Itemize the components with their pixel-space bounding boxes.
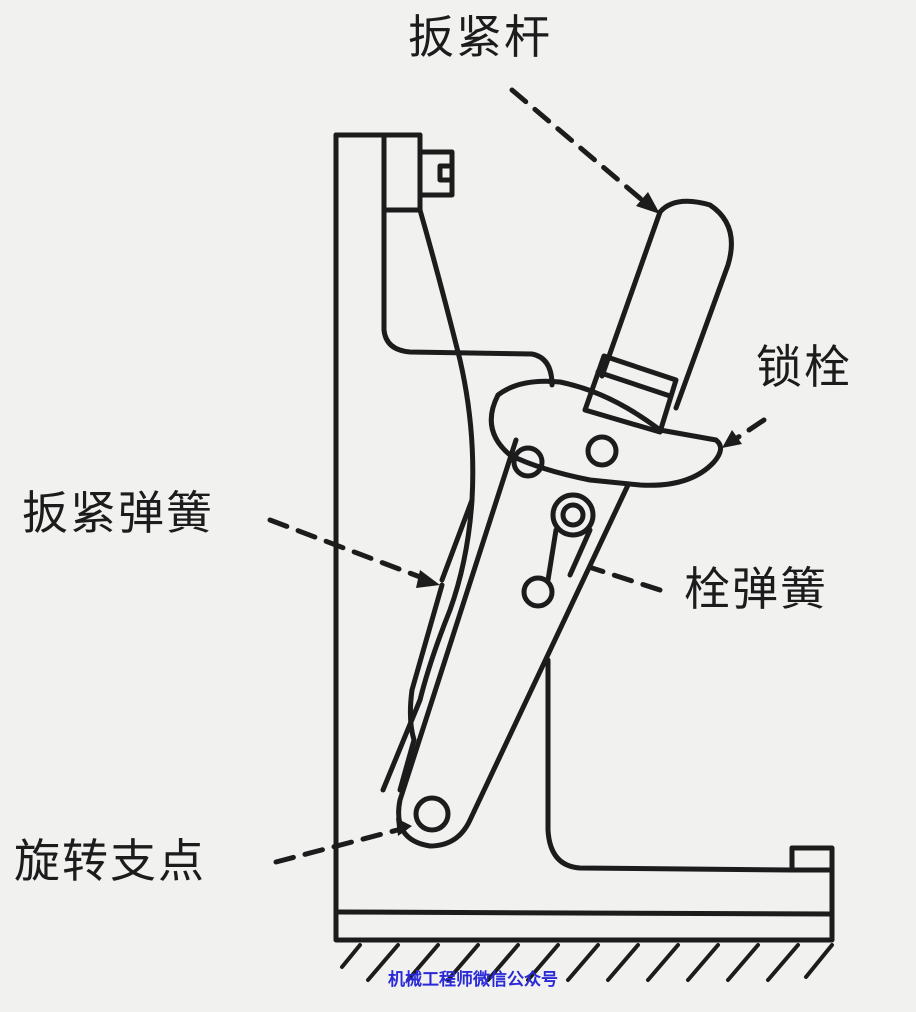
arrow-clamp-lever — [636, 192, 660, 214]
pivot-pin — [413, 795, 451, 833]
watermark: 机械工程师微信公众号 — [388, 970, 558, 990]
label-clamp-spring: 扳紧弹簧 — [22, 486, 214, 540]
label-pivot-point: 旋转支点 — [14, 834, 206, 888]
latch-body — [488, 378, 723, 488]
leader-clamp-spring — [267, 517, 431, 583]
arrow-pivot — [396, 818, 412, 836]
leader-latch-spring — [589, 565, 663, 593]
arrow-latch — [722, 430, 742, 448]
latch-spring-wire — [545, 527, 593, 583]
latch-spring-anchor — [521, 575, 555, 609]
label-clamp-lever: 扳紧杆 — [408, 10, 552, 64]
leader-clamp-lever — [509, 87, 651, 208]
latch-pin-left — [511, 445, 545, 479]
leader-pivot — [273, 825, 408, 865]
latch-pin-center — [585, 434, 619, 468]
upper-jaw — [381, 132, 555, 388]
support-bracket — [545, 657, 795, 873]
clamp-spring-lower — [397, 582, 445, 793]
ground-hatching — [340, 943, 834, 982]
arrow-clamp-spring — [416, 570, 440, 588]
latch-spring-coil-inner — [560, 502, 586, 528]
frame — [333, 132, 835, 943]
frame-inner-curve — [417, 207, 476, 583]
clamp-lever — [582, 198, 734, 435]
link-arm — [396, 437, 631, 849]
clamp-spring — [380, 497, 475, 793]
leader-latch — [731, 417, 767, 443]
latch-spring-coil-outer — [550, 492, 596, 538]
label-latch: 锁栓 — [756, 340, 852, 394]
label-latch-spring: 栓弹簧 — [684, 562, 828, 616]
